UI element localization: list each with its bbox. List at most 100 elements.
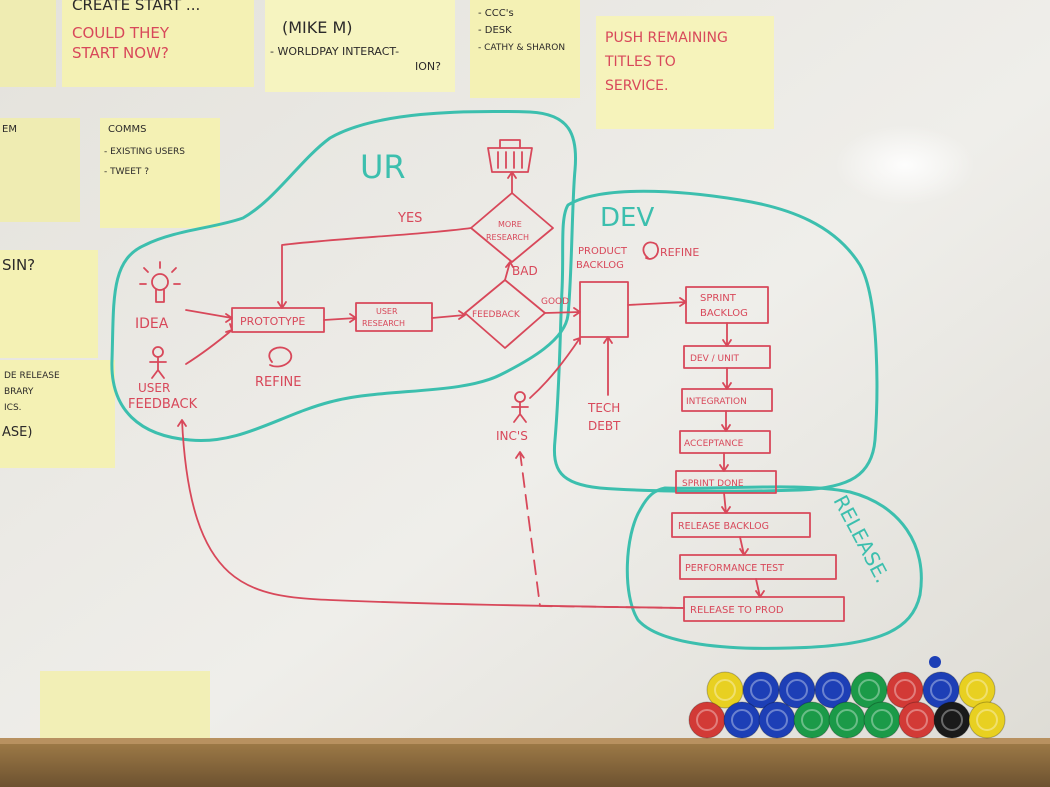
zone-outlines bbox=[110, 109, 923, 650]
sticky-partial-frag: EM bbox=[2, 124, 17, 135]
dev-unit-label: DEV / UNIT bbox=[690, 354, 740, 364]
yes-label: YES bbox=[397, 211, 422, 226]
incs-figure-icon bbox=[511, 391, 529, 423]
product-backlog-box bbox=[579, 281, 629, 338]
sticky-note-partial-left-1 bbox=[0, 118, 80, 222]
sprint-done-box bbox=[675, 470, 777, 494]
bad-label: BAD bbox=[512, 264, 538, 278]
diagram-labels: IDEA USER FEEDBACK PROTOTYPE REFINE USER… bbox=[128, 211, 784, 616]
pin-magnet bbox=[929, 656, 941, 668]
magnet-disc bbox=[933, 701, 971, 739]
good-label: GOOD bbox=[541, 297, 569, 307]
user-feedback-label-2: FEEDBACK bbox=[128, 397, 198, 412]
sticky-1-line-3: START NOW? bbox=[72, 44, 169, 62]
release-backlog-label: RELEASE BACKLOG bbox=[678, 521, 769, 532]
sticky-3-line-3: - CATHY & SHARON bbox=[478, 43, 565, 53]
magnet-disc-highlight bbox=[786, 679, 808, 701]
feedback-label: FEEDBACK bbox=[472, 310, 521, 320]
sticky-1-line-2: COULD THEY bbox=[72, 24, 170, 42]
magnet-disc bbox=[828, 701, 866, 739]
sticky-4-line-3: SERVICE. bbox=[605, 78, 668, 94]
sprint-backlog-label-2: BACKLOG bbox=[700, 308, 748, 319]
tech-debt-label-1: TECH bbox=[587, 401, 620, 415]
tech-debt-label-2: DEBT bbox=[588, 419, 621, 433]
ur-zone-label: UR bbox=[360, 148, 406, 186]
sprint-backlog-label-1: SPRINT bbox=[700, 293, 737, 304]
sticky-2-line-2: - WORLDPAY INTERACT- bbox=[270, 45, 399, 58]
magnet-disc-highlight bbox=[858, 679, 880, 701]
magnet-disc-highlight bbox=[941, 709, 963, 731]
magnet-disc bbox=[723, 701, 761, 739]
refine-label: REFINE bbox=[255, 375, 302, 390]
release-zone-outline bbox=[625, 485, 923, 650]
sticky-6-line-1: SIN? bbox=[2, 256, 35, 274]
sticky-4-line-1: PUSH REMAINING bbox=[605, 30, 728, 46]
release-backlog-box bbox=[671, 512, 811, 538]
user-figure-icon bbox=[149, 346, 167, 379]
sticky-2-line-1: (MIKE M) bbox=[282, 18, 353, 37]
user-research-label-1: USER bbox=[376, 307, 398, 316]
trash-bin-icon bbox=[487, 139, 533, 173]
sticky-2-line-3: ION? bbox=[415, 60, 441, 73]
light-glare bbox=[835, 125, 975, 205]
sticky-7-line-2: BRARY bbox=[4, 387, 34, 397]
sticky-note-partial-top-left bbox=[0, 0, 56, 87]
sticky-note-5 bbox=[100, 118, 220, 228]
magnet-disc-highlight bbox=[801, 709, 823, 731]
sticky-note-2 bbox=[265, 0, 455, 92]
magnet-disc-highlight bbox=[871, 709, 893, 731]
magnet-disc-highlight bbox=[766, 709, 788, 731]
performance-test-label: PERFORMANCE TEST bbox=[685, 563, 784, 574]
magnets-top-row bbox=[706, 671, 996, 709]
sprint-done-label: SPRINT DONE bbox=[682, 479, 744, 489]
idea-label: IDEA bbox=[135, 316, 169, 332]
magnet-disc bbox=[688, 701, 726, 739]
product-backlog-label-2: BACKLOG bbox=[576, 260, 624, 271]
refine-loop-icon bbox=[268, 346, 293, 368]
sticky-7-line-1: DE RELEASE bbox=[4, 371, 60, 381]
magnet-disc-highlight bbox=[930, 679, 952, 701]
product-backlog-label-1: PRODUCT bbox=[578, 246, 628, 257]
magnet-disc bbox=[758, 701, 796, 739]
process-diagram bbox=[139, 139, 845, 622]
dev-zone-label: DEV bbox=[600, 203, 654, 233]
magnet-disc-highlight bbox=[836, 709, 858, 731]
magnet-disc-highlight bbox=[976, 709, 998, 731]
more-research-label-2: RESEARCH bbox=[486, 233, 529, 242]
sticky-note-partial-left-3 bbox=[0, 360, 115, 468]
whiteboard-tray bbox=[0, 740, 1050, 787]
sticky-3-line-1: - CCC's bbox=[478, 8, 514, 19]
sticky-5-line-2: - EXISTING USERS bbox=[104, 147, 185, 157]
lightbulb-icon bbox=[139, 261, 181, 303]
magnet-disc-highlight bbox=[750, 679, 772, 701]
user-research-label-2: RESEARCH bbox=[362, 319, 405, 328]
magnet-disc-highlight bbox=[894, 679, 916, 701]
prototype-label: PROTOTYPE bbox=[240, 315, 305, 328]
acceptance-label: ACCEPTANCE bbox=[684, 439, 744, 449]
more-research-diamond bbox=[470, 192, 554, 263]
sticky-note-partial-left-2 bbox=[0, 250, 98, 358]
tray-lip bbox=[0, 738, 1050, 744]
sticky-5-line-3: - TWEET ? bbox=[104, 167, 149, 177]
sticky-note-1 bbox=[62, 0, 254, 87]
more-research-label-1: MORE bbox=[498, 220, 522, 229]
magnet-disc-highlight bbox=[696, 709, 718, 731]
magnet-disc-highlight bbox=[906, 709, 928, 731]
feedback-diamond bbox=[464, 279, 546, 349]
sticky-3-line-2: - DESK bbox=[478, 25, 512, 36]
magnet-disc bbox=[898, 701, 936, 739]
performance-test-box bbox=[679, 554, 837, 580]
sticky-note-4 bbox=[596, 16, 774, 129]
ur-zone-outline bbox=[110, 109, 578, 443]
magnet-disc bbox=[793, 701, 831, 739]
sticky-note-3 bbox=[470, 0, 580, 98]
magnet-disc-highlight bbox=[966, 679, 988, 701]
user-feedback-label-1: USER bbox=[138, 381, 170, 395]
magnet-disc-highlight bbox=[822, 679, 844, 701]
release-to-prod-label: RELEASE TO PROD bbox=[690, 605, 784, 616]
sticky-5-line-1: COMMS bbox=[108, 124, 146, 135]
magnet-disc bbox=[863, 701, 901, 739]
incs-label: INC'S bbox=[496, 429, 528, 443]
release-to-prod-box bbox=[683, 596, 845, 622]
